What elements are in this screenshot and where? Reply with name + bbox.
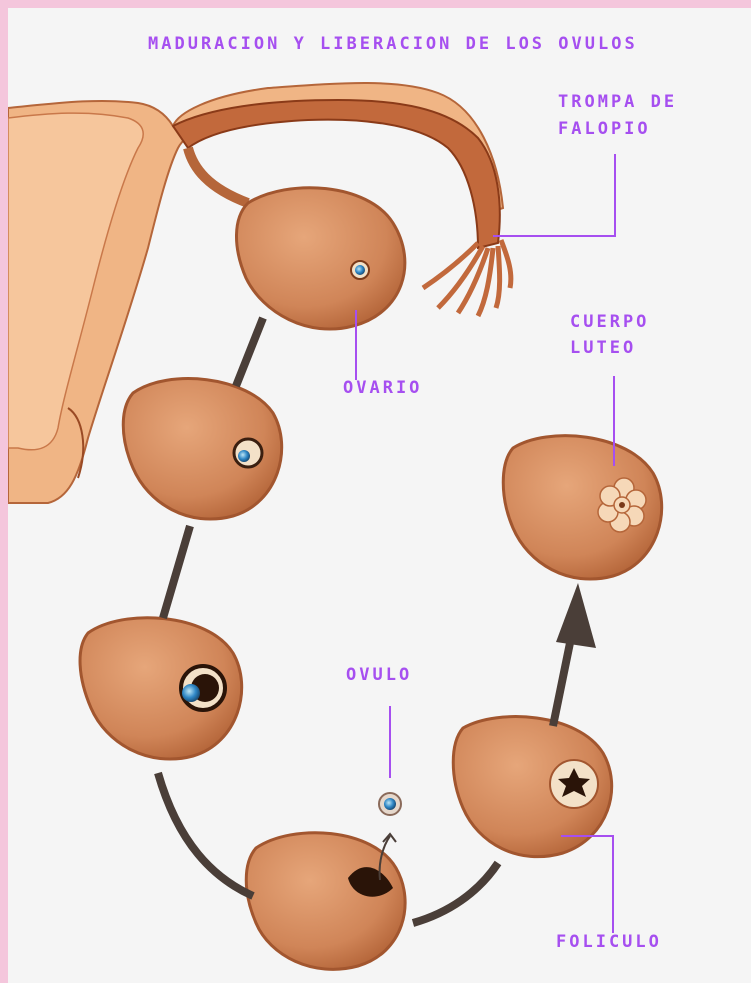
cycle-arrowhead: [556, 583, 596, 648]
label-ovario: OVARIO: [343, 376, 422, 401]
diagram-title: MADURACION Y LIBERACION DE LOS OVULOS: [148, 32, 638, 57]
ovary-3: [80, 618, 242, 759]
label-trompa-line2: FALOPIO: [558, 117, 651, 142]
diagram-artwork: [8, 8, 751, 983]
ovary-top: [236, 188, 404, 329]
label-trompa-line1: TROMPA DE: [558, 90, 677, 115]
ovary-2: [123, 379, 281, 519]
label-foliculo: FOLICULO: [556, 930, 662, 955]
ovary-corpus-luteum: [503, 436, 661, 579]
label-cuerpo-line2: LUTEO: [570, 336, 636, 361]
label-ovulo: OVULO: [346, 663, 412, 688]
diagram-frame: MADURACION Y LIBERACION DE LOS OVULOS TR…: [8, 8, 751, 983]
label-cuerpo-line1: CUERPO: [570, 310, 649, 335]
